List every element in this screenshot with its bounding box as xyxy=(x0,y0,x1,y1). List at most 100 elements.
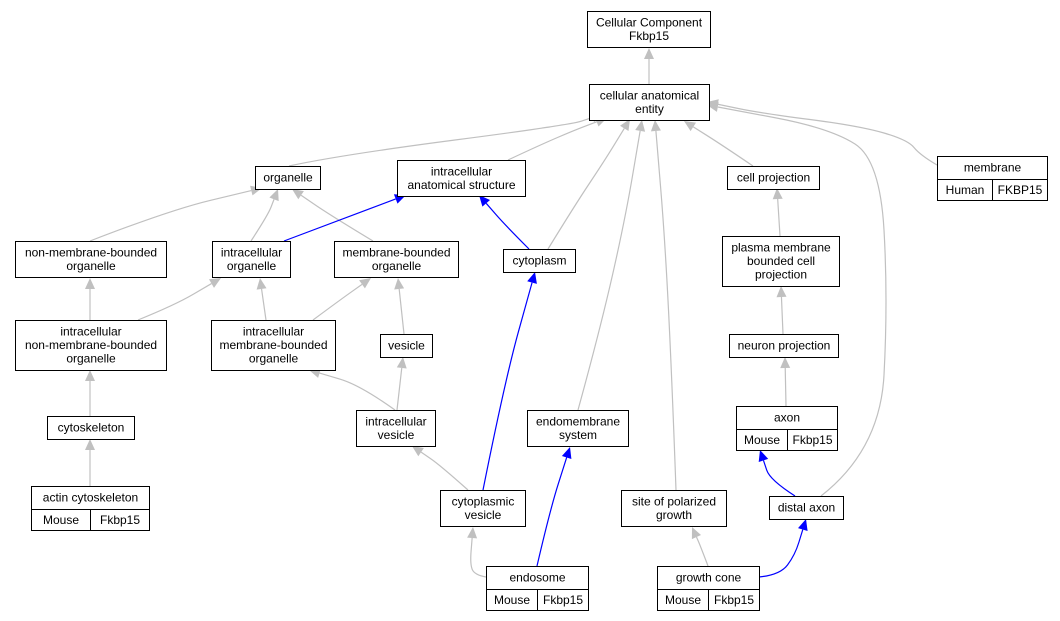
edge-line xyxy=(758,529,804,578)
node-cytoplasm[interactable]: cytoplasm xyxy=(503,249,576,273)
edge-ems-to-cae xyxy=(577,120,646,411)
edge-line xyxy=(283,198,396,242)
gene-label: Fkbp15 xyxy=(714,593,754,607)
edge-line xyxy=(288,116,593,167)
node-label: vesicle xyxy=(465,508,502,522)
node-label: distal axon xyxy=(778,501,835,515)
node-box xyxy=(440,490,526,527)
edge-line xyxy=(300,194,374,242)
edge-io-to-organelle xyxy=(250,189,279,242)
edge-line xyxy=(319,372,396,411)
edges-layer xyxy=(85,48,938,578)
node-box xyxy=(15,320,167,371)
edge-pmbcp-to-cellproj xyxy=(772,188,783,237)
node-box xyxy=(503,249,576,273)
node-label: Cellular Component xyxy=(596,15,703,29)
node-label: neuron projection xyxy=(738,339,831,353)
species-label: Mouse xyxy=(43,513,79,527)
node-label: intracellular xyxy=(60,325,121,339)
node-label: growth xyxy=(656,508,692,522)
arrowhead xyxy=(359,278,371,289)
node-label: cellular anatomical xyxy=(600,88,699,102)
node-label: system xyxy=(559,428,597,442)
node-label: axon xyxy=(774,411,800,425)
edge-inmbo-to-nmbo xyxy=(85,278,95,320)
edge-line xyxy=(420,451,469,491)
arrowhead xyxy=(772,188,783,200)
node-box xyxy=(47,416,135,440)
node-box xyxy=(356,410,436,447)
node-label: intracellular xyxy=(431,164,492,178)
species-label: Mouse xyxy=(494,593,530,607)
node-label: intracellular xyxy=(221,245,282,259)
node-label: organelle xyxy=(263,171,313,185)
edge-nmbo-to-organelle xyxy=(89,185,262,242)
arrowhead xyxy=(394,278,405,290)
edge-cytoplasm-to-cae xyxy=(547,119,630,250)
arrowhead xyxy=(269,189,279,202)
node-label: organelle xyxy=(249,352,299,366)
edge-io-to-ias xyxy=(283,194,406,242)
node-label: projection xyxy=(755,268,807,282)
node-box xyxy=(334,241,459,278)
node-box xyxy=(15,241,167,278)
species-label: Mouse xyxy=(744,433,780,447)
edge-cytoskeleton-to-inmbo xyxy=(85,370,95,416)
arrowhead xyxy=(798,519,808,531)
arrowhead xyxy=(292,189,304,200)
edge-cellproj-to-cae xyxy=(684,121,754,167)
node-label: organelle xyxy=(227,259,277,273)
arrowhead xyxy=(479,195,490,207)
arrowhead xyxy=(209,278,221,288)
node-box xyxy=(211,320,336,371)
node-label: organelle xyxy=(66,352,116,366)
node-inmbo[interactable]: intracellularnon-membrane-boundedorganel… xyxy=(15,320,167,371)
annotation-row: Mouse Fkbp15 xyxy=(31,509,150,531)
edge-line xyxy=(470,537,487,578)
node-box xyxy=(255,166,321,190)
edge-spg-to-cae xyxy=(650,120,677,491)
node-box xyxy=(397,160,526,197)
node-vesicle[interactable]: vesicle xyxy=(380,334,433,358)
arrowhead xyxy=(527,272,537,284)
node-label: plasma membrane xyxy=(731,241,831,255)
node-label: membrane-bounded xyxy=(219,338,327,352)
gene-cell xyxy=(708,589,760,611)
node-distal[interactable]: distal axon xyxy=(769,496,844,520)
node-box xyxy=(212,241,291,278)
edge-line xyxy=(260,288,267,321)
gene-label: Fkbp15 xyxy=(100,513,140,527)
node-organelle[interactable]: organelle xyxy=(255,166,321,190)
edge-iv-to-vesicle xyxy=(396,357,407,411)
edge-line xyxy=(485,202,530,250)
node-label: anatomical structure xyxy=(407,178,515,192)
node-cytoskeleton[interactable]: cytoskeleton xyxy=(47,416,135,440)
node-neuronproj[interactable]: neuron projection xyxy=(729,334,839,358)
node-label: cytoskeleton xyxy=(58,421,125,435)
node-cellproj[interactable]: cell projection xyxy=(727,166,820,190)
edge-iv-to-imbo xyxy=(309,368,396,411)
node-label: organelle xyxy=(66,259,116,273)
arrowhead xyxy=(561,447,572,459)
